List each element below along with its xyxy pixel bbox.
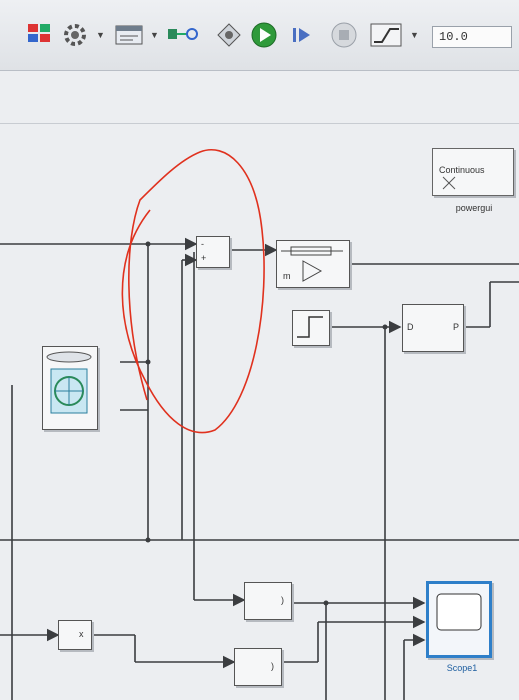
toolbar: ▼ ▼ ▼ 10.0 [0, 0, 519, 71]
subtract-port-label: - [201, 239, 204, 249]
pulse-generator-block[interactable]: D P [402, 304, 464, 352]
chevron-down-icon[interactable]: ▼ [96, 30, 105, 40]
product-block[interactable]: ) [244, 582, 292, 620]
stop-time-field[interactable]: 10.0 [432, 26, 512, 48]
signal-lines-icon[interactable] [166, 24, 200, 46]
chevron-down-icon[interactable]: ▼ [410, 30, 419, 40]
scope-icon [436, 593, 482, 631]
model-config-gear-icon[interactable] [62, 22, 88, 48]
powergui-mode-text: Continuous [439, 165, 485, 175]
library-browser-icon[interactable] [27, 22, 53, 46]
product-block-2[interactable]: ) [234, 648, 282, 686]
pulse-port-p: P [453, 322, 460, 332]
pulse-port-d: D [407, 322, 414, 332]
stop-icon[interactable] [330, 21, 358, 49]
red-annotation-circle [121, 148, 265, 434]
scope-block[interactable] [426, 581, 492, 658]
gain-port-x: x [79, 629, 84, 639]
product-port: ) [281, 595, 284, 605]
gain-block[interactable]: x [58, 620, 92, 650]
measurement-port-m: m [283, 271, 291, 281]
measurement-icon [281, 246, 343, 282]
step-forward-icon[interactable] [290, 24, 316, 46]
powergui-block[interactable]: Continuous [432, 148, 514, 196]
canvas-divider [0, 123, 519, 124]
subtract-block[interactable]: - + [196, 236, 230, 268]
chevron-down-icon[interactable]: ▼ [150, 30, 159, 40]
scope-label: Scope1 [446, 663, 478, 673]
powergui-label: powergui [455, 203, 493, 213]
debug-icon[interactable] [216, 22, 242, 48]
product-port: ) [271, 661, 274, 671]
current-measurement-block[interactable]: m [276, 240, 350, 288]
model-explorer-icon[interactable] [115, 24, 143, 46]
run-icon[interactable] [250, 21, 278, 49]
battery-block[interactable] [42, 346, 98, 430]
battery-icon [46, 351, 92, 414]
step-icon [297, 316, 323, 338]
data-inspector-icon[interactable] [370, 22, 404, 48]
step-source-block[interactable] [292, 310, 330, 346]
powergui-icon [442, 176, 456, 190]
subtract-port-label: + [201, 253, 207, 263]
